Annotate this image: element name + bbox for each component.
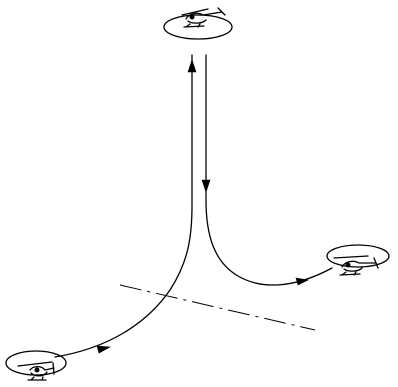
rotor-disk (326, 244, 390, 268)
aircraft-end (326, 244, 390, 276)
helicopter-icon (17, 361, 55, 381)
climb-path (54, 54, 193, 358)
helicopter-icon (181, 7, 226, 28)
arrow-descent-upper (201, 179, 211, 193)
aircraft-apex (163, 7, 233, 40)
descent-path (205, 54, 333, 286)
aircraft-start (5, 350, 67, 381)
rotor-disk (163, 14, 233, 40)
reference-line (119, 284, 316, 331)
arrow-descent-lower (295, 277, 309, 286)
arrow-climb-upper (187, 59, 197, 73)
helicopter-icon (333, 255, 379, 276)
arrow-climb-lower (96, 345, 112, 354)
